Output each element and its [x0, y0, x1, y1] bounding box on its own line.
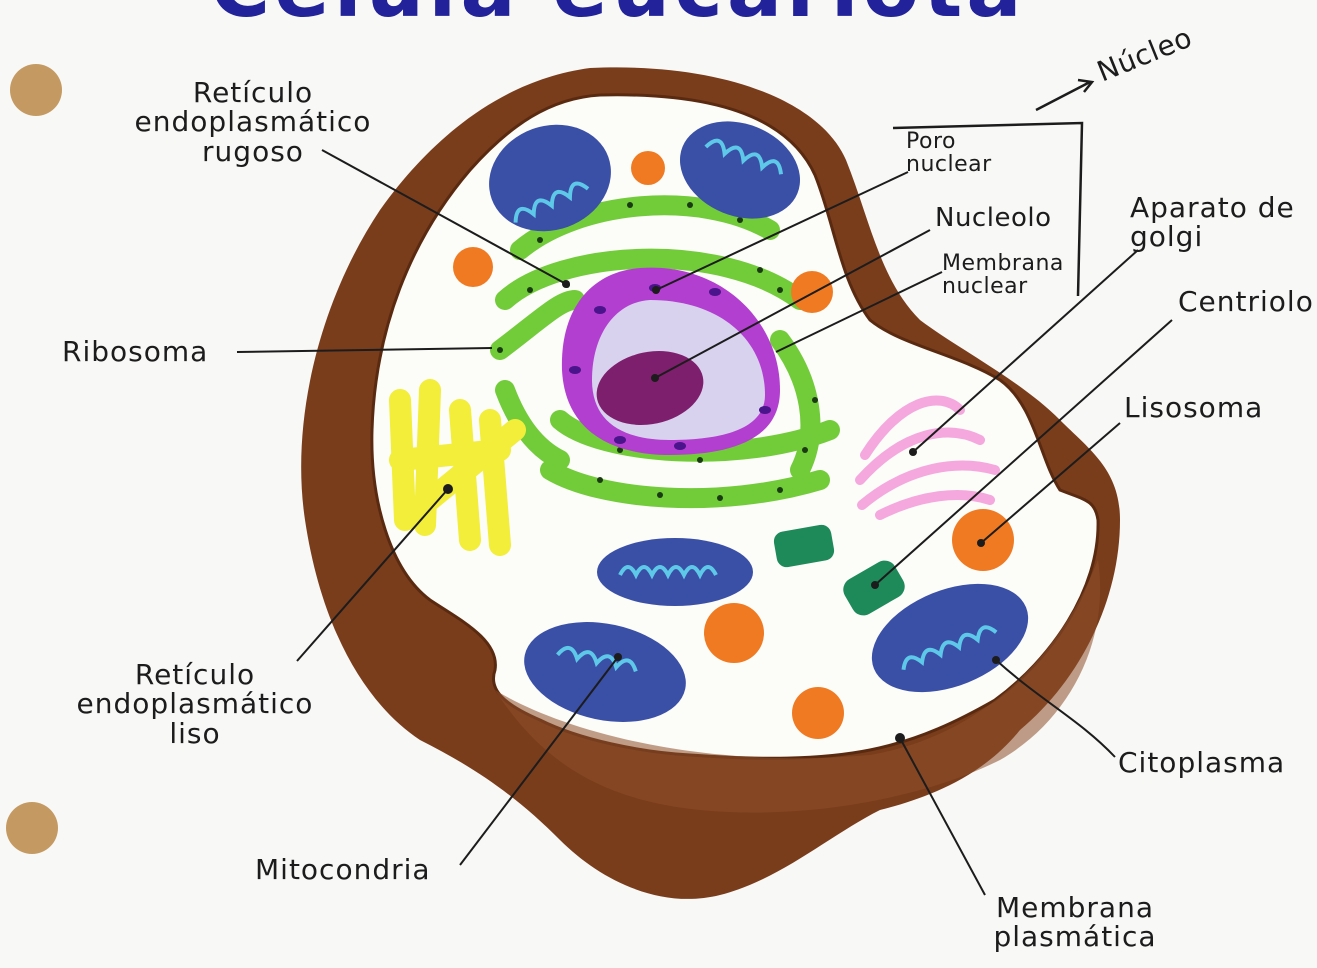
binder-hole-bottom [6, 802, 58, 854]
label-centriolo: Centriolo [1178, 287, 1314, 316]
label-aparato-golgi: Aparato de golgi [1130, 193, 1315, 252]
label-lisosoma: Lisosoma [1124, 393, 1263, 422]
label-mitocondria: Mitocondria [255, 855, 431, 884]
binder-hole-top [10, 64, 62, 116]
mitochondrion-3 [597, 538, 753, 606]
label-reticulo-rugoso: Retículo endoplasmático rugoso [118, 78, 388, 166]
label-nucleolo: Nucleolo [935, 205, 1051, 232]
label-citoplasma: Citoplasma [1118, 748, 1285, 777]
label-membrana-plasmatica: Membrana plasmática [975, 893, 1175, 952]
label-membrana-nuclear: Membrana nuclear [942, 252, 1082, 298]
label-reticulo-liso: Retículo endoplasmático liso [50, 660, 340, 748]
label-ribosoma: Ribosoma [62, 337, 208, 366]
label-poro-nuclear: Poro nuclear [906, 130, 1016, 176]
